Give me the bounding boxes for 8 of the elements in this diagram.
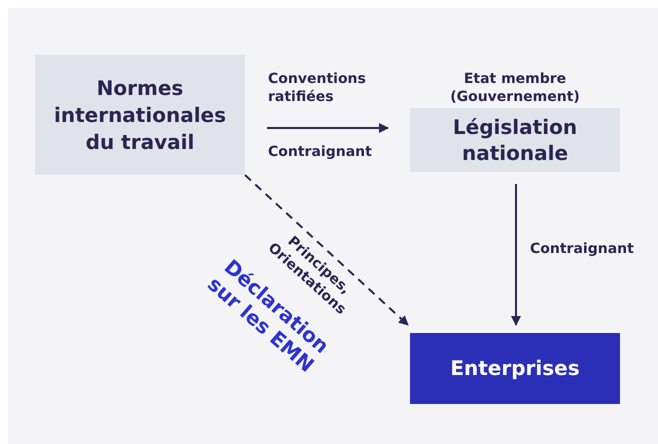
arrow <box>244 174 409 326</box>
arrow <box>511 184 521 326</box>
node-heading: Etat membre (Gouvernement) <box>449 70 581 106</box>
process-box: Normes internationales du travail <box>35 55 245 175</box>
process-box: Enterprises <box>410 333 620 404</box>
process-box: Législation nationale <box>410 108 620 172</box>
annotation-text: Contraignant <box>268 143 372 162</box>
arrow <box>267 123 389 133</box>
